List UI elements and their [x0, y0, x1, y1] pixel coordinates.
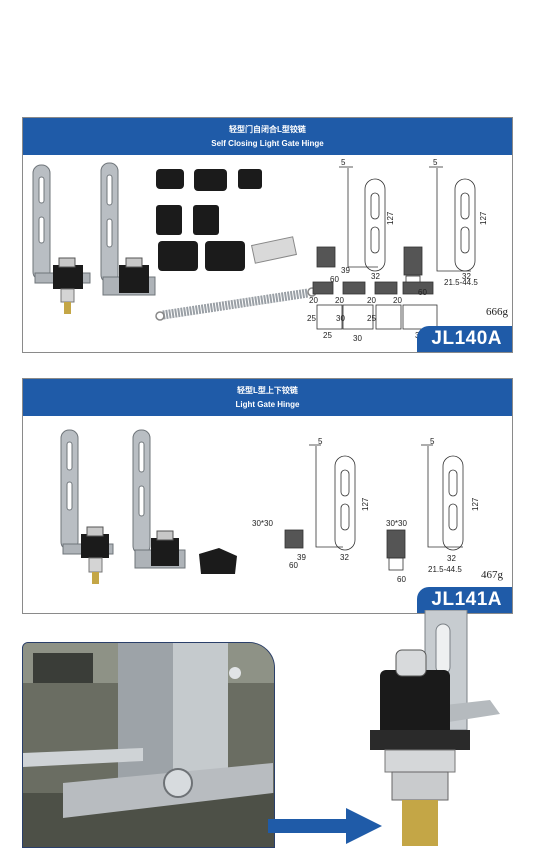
hinge-closeup-image [370, 610, 500, 846]
dim-label: 30*30 [386, 519, 407, 528]
dim-label: 5 [341, 158, 346, 167]
dim-label: 32 [340, 553, 349, 562]
dim-label: 20 [335, 296, 344, 305]
model-badge: JL141A [417, 587, 512, 613]
dim-label: 20 [393, 296, 402, 305]
dim-label: 25 [323, 331, 332, 340]
product-card-jl141a: 轻型L型上下铰链 Light Gate Hinge [22, 378, 513, 614]
hinge-product-image-2 [100, 162, 156, 296]
dim-label: 25 [307, 314, 316, 323]
hinge-product-image [60, 429, 114, 584]
dim-label: 20 [367, 296, 376, 305]
product-card-jl140a: 轻型门自闭合L型铰链 Self Closing Light Gate Hinge [22, 117, 513, 353]
product-drawing: 5 127 39 60 32 5 127 60 32 21.5-44.5 20 … [32, 158, 488, 343]
dim-label: 5 [433, 158, 438, 167]
hinge-product-image [32, 164, 91, 314]
dim-label: 20 [309, 296, 318, 305]
installation-photo [22, 642, 275, 848]
dim-label: 39 [341, 266, 350, 275]
dim-label: 30 [336, 314, 345, 323]
dim-label: 30*30 [252, 519, 273, 528]
card-header: 轻型L型上下铰链 Light Gate Hinge [23, 379, 512, 416]
dim-label: 127 [361, 497, 370, 511]
card-header: 轻型门自闭合L型铰链 Self Closing Light Gate Hinge [23, 118, 512, 155]
title-zh: 轻型门自闭合L型铰链 [229, 125, 306, 134]
arrow-right-icon [268, 808, 382, 844]
dim-label: 60 [289, 561, 298, 570]
dim-label: 32 [447, 554, 456, 563]
dim-label: 5 [430, 437, 435, 446]
technical-drawing [284, 444, 464, 571]
rubber-cap-image [199, 548, 237, 574]
weight-label: 467g [481, 569, 503, 581]
weight-label: 666g [486, 306, 508, 318]
dim-label: 5 [318, 437, 323, 446]
dim-label: 60 [397, 575, 406, 584]
dim-label: 30 [353, 334, 362, 343]
dim-label: 60 [418, 288, 427, 297]
dim-label: 60 [330, 275, 339, 284]
dim-label: 127 [386, 211, 395, 225]
dim-label: 32 [371, 272, 380, 281]
title-en: Light Gate Hinge [235, 400, 300, 409]
model-badge: JL140A [417, 326, 512, 352]
dim-label: 21.5-44.5 [444, 278, 478, 287]
spring-image [155, 287, 317, 321]
technical-drawing [312, 166, 476, 330]
title-en: Self Closing Light Gate Hinge [211, 139, 324, 148]
hinge-product-image-2 [132, 429, 186, 569]
dim-label: 127 [471, 497, 480, 511]
dim-label: 25 [367, 314, 376, 323]
dim-label: 21.5-44.5 [428, 565, 462, 574]
title-zh: 轻型L型上下铰链 [237, 386, 298, 395]
product-drawing: 5 127 39 60 32 5 127 60 32 21.5-44.5 30*… [60, 429, 480, 584]
dim-label: 32 [462, 272, 471, 281]
dim-label: 39 [297, 553, 306, 562]
rubber-caps-image [156, 169, 298, 271]
dim-label: 127 [479, 211, 488, 225]
